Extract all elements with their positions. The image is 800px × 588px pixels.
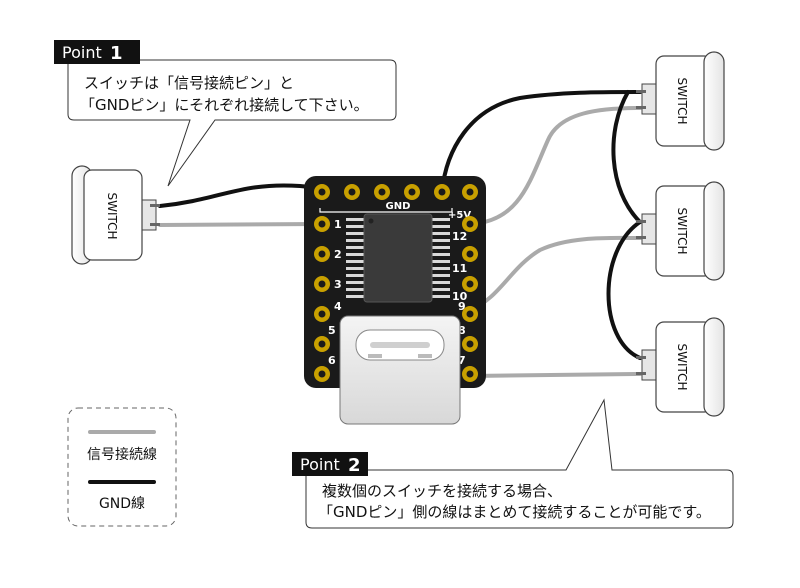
usb-c-connector: [339, 315, 461, 425]
switch-right-3-label: SWITCH: [675, 343, 689, 390]
controller-board: GND +5V 1 2 3 4 5 6 12 11 10 9: [304, 176, 486, 425]
wires: [158, 90, 642, 378]
pin-label-1: 1: [334, 218, 342, 231]
pin-label-4: 4: [334, 300, 342, 313]
switch-right-2-label: SWITCH: [675, 207, 689, 254]
signal-wire-switch-1: [468, 106, 642, 226]
point-1-tag-word: Point: [62, 43, 102, 62]
gnd-label: GND: [386, 201, 411, 212]
callout-point-2: Point 2 複数個のスイッチを接続する場合、 「GNDピン」側の線はまとめて…: [292, 398, 734, 529]
pin-label-10: 10: [452, 290, 468, 303]
pin-label-7: 7: [458, 354, 466, 367]
point-1-line-1: スイッチは「信号接続ピン」と: [84, 74, 294, 92]
switch-right-2: SWITCH: [636, 181, 725, 281]
pin-label-6: 6: [328, 354, 336, 367]
legend-signal-label: 信号接続線: [87, 446, 157, 463]
gnd-wire-switch-1: [440, 90, 642, 194]
gnd-wire-left-switch: [158, 183, 324, 208]
ic-chip: [346, 213, 450, 303]
point-2-tag: [292, 452, 368, 476]
pin-label-2: 2: [334, 248, 342, 261]
pin-label-11: 11: [452, 262, 467, 275]
switch-right-1-label: SWITCH: [675, 77, 689, 124]
right-pads: [462, 216, 478, 382]
signal-wire-switch-2: [468, 235, 642, 312]
point-2-line-1: 複数個のスイッチを接続する場合、: [322, 482, 562, 500]
switch-left-label: SWITCH: [105, 192, 119, 239]
point-2-tag-word: Point: [300, 455, 340, 474]
pin-label-9: 9: [458, 300, 466, 313]
callout-point-1: Point 1 スイッチは「信号接続ピン」と 「GNDピン」にそれぞれ接続して下…: [54, 40, 397, 187]
pin-label-8: 8: [458, 324, 466, 337]
left-pads: [314, 216, 330, 382]
signal-wire-left-switch: [158, 222, 324, 227]
point-2-tag-number: 2: [348, 455, 361, 476]
pin-label-3: 3: [334, 278, 342, 291]
switch-right-3: SWITCH: [636, 317, 725, 417]
switch-left: SWITCH: [71, 165, 160, 265]
pin-label-12: 12: [452, 230, 467, 243]
gnd-bus-1-2: [611, 90, 642, 224]
top-pads: [314, 184, 478, 200]
point-1-line-2: 「GNDピン」にそれぞれ接続して下さい。: [80, 96, 369, 114]
v5-label: +5V: [448, 210, 471, 221]
legend: 信号接続線 GND線: [67, 407, 177, 527]
pin-label-5: 5: [328, 324, 336, 337]
legend-gnd-label: GND線: [99, 496, 145, 512]
point-1-tag-number: 1: [110, 43, 123, 64]
point-1-tag: [54, 40, 140, 64]
point-2-line-2: 「GNDピン」側の線はまとめて接続することが可能です。: [318, 503, 711, 521]
switch-right-1: SWITCH: [636, 51, 725, 151]
gnd-bus-2-3: [606, 220, 642, 360]
signal-wire-switch-3: [468, 372, 642, 378]
